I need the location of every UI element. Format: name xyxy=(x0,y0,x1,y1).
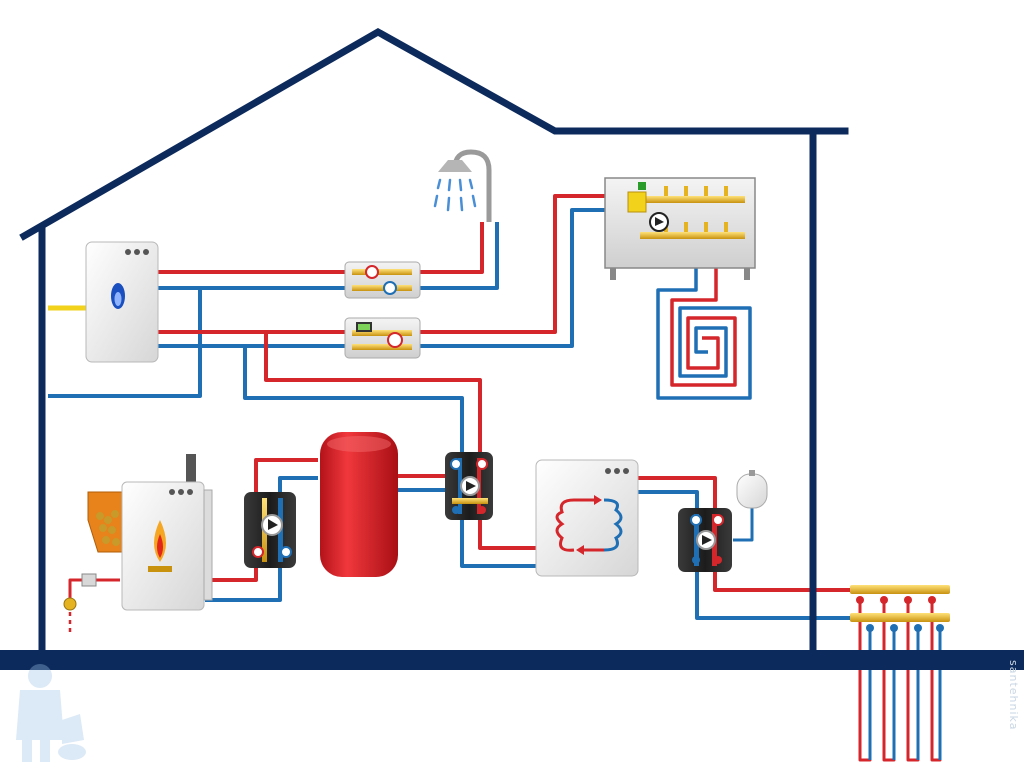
pump-group-icon xyxy=(244,492,296,568)
shower-head-icon xyxy=(433,149,492,222)
manifold-cabinet-icon xyxy=(604,177,756,280)
boiler-to-module-cold xyxy=(243,346,464,455)
expansion-line xyxy=(733,505,754,542)
pipes xyxy=(48,194,942,762)
buffer-tank-icon xyxy=(320,432,398,577)
hp-to-pump-hot xyxy=(638,476,717,510)
dhw-cold-pipe xyxy=(158,222,499,290)
gas-boiler-icon xyxy=(85,241,159,363)
heating-flow-pipe xyxy=(158,194,605,334)
solid-fuel-boiler-icon xyxy=(121,454,213,611)
safety-line xyxy=(68,578,120,600)
ground-loop-cold xyxy=(695,570,850,620)
mixing-valve-icon xyxy=(344,261,421,299)
hp-to-pump-cold xyxy=(638,490,699,510)
heat-pump-icon xyxy=(535,459,639,577)
ground-loop-hot xyxy=(713,570,850,592)
ground-loops xyxy=(858,598,942,762)
underfloor-coil-blue xyxy=(656,268,752,400)
pump-group-icon xyxy=(445,452,493,520)
module-to-hp-hot xyxy=(478,520,536,550)
underfloor-coil-red xyxy=(670,268,737,387)
mixing-valve-icon xyxy=(344,317,421,359)
dhw-hot-pipe xyxy=(158,222,484,274)
pump-group-icon xyxy=(678,508,732,572)
watermark-text: santehnika xyxy=(1007,660,1020,731)
plumber-mascot-icon xyxy=(16,664,86,762)
ground-loop-manifold-icon xyxy=(850,585,950,632)
heating-return-pipe xyxy=(158,208,605,348)
expansion-vessel-icon xyxy=(736,470,768,509)
cold-feed-pipe xyxy=(48,288,202,398)
ground-line xyxy=(0,650,1024,670)
safety-valve-icon xyxy=(63,573,97,636)
module-to-hp-cold xyxy=(460,520,536,568)
pellet-hopper-icon xyxy=(87,491,123,553)
boiler-to-module-hot xyxy=(264,332,482,455)
house-outline-icon xyxy=(19,27,849,660)
